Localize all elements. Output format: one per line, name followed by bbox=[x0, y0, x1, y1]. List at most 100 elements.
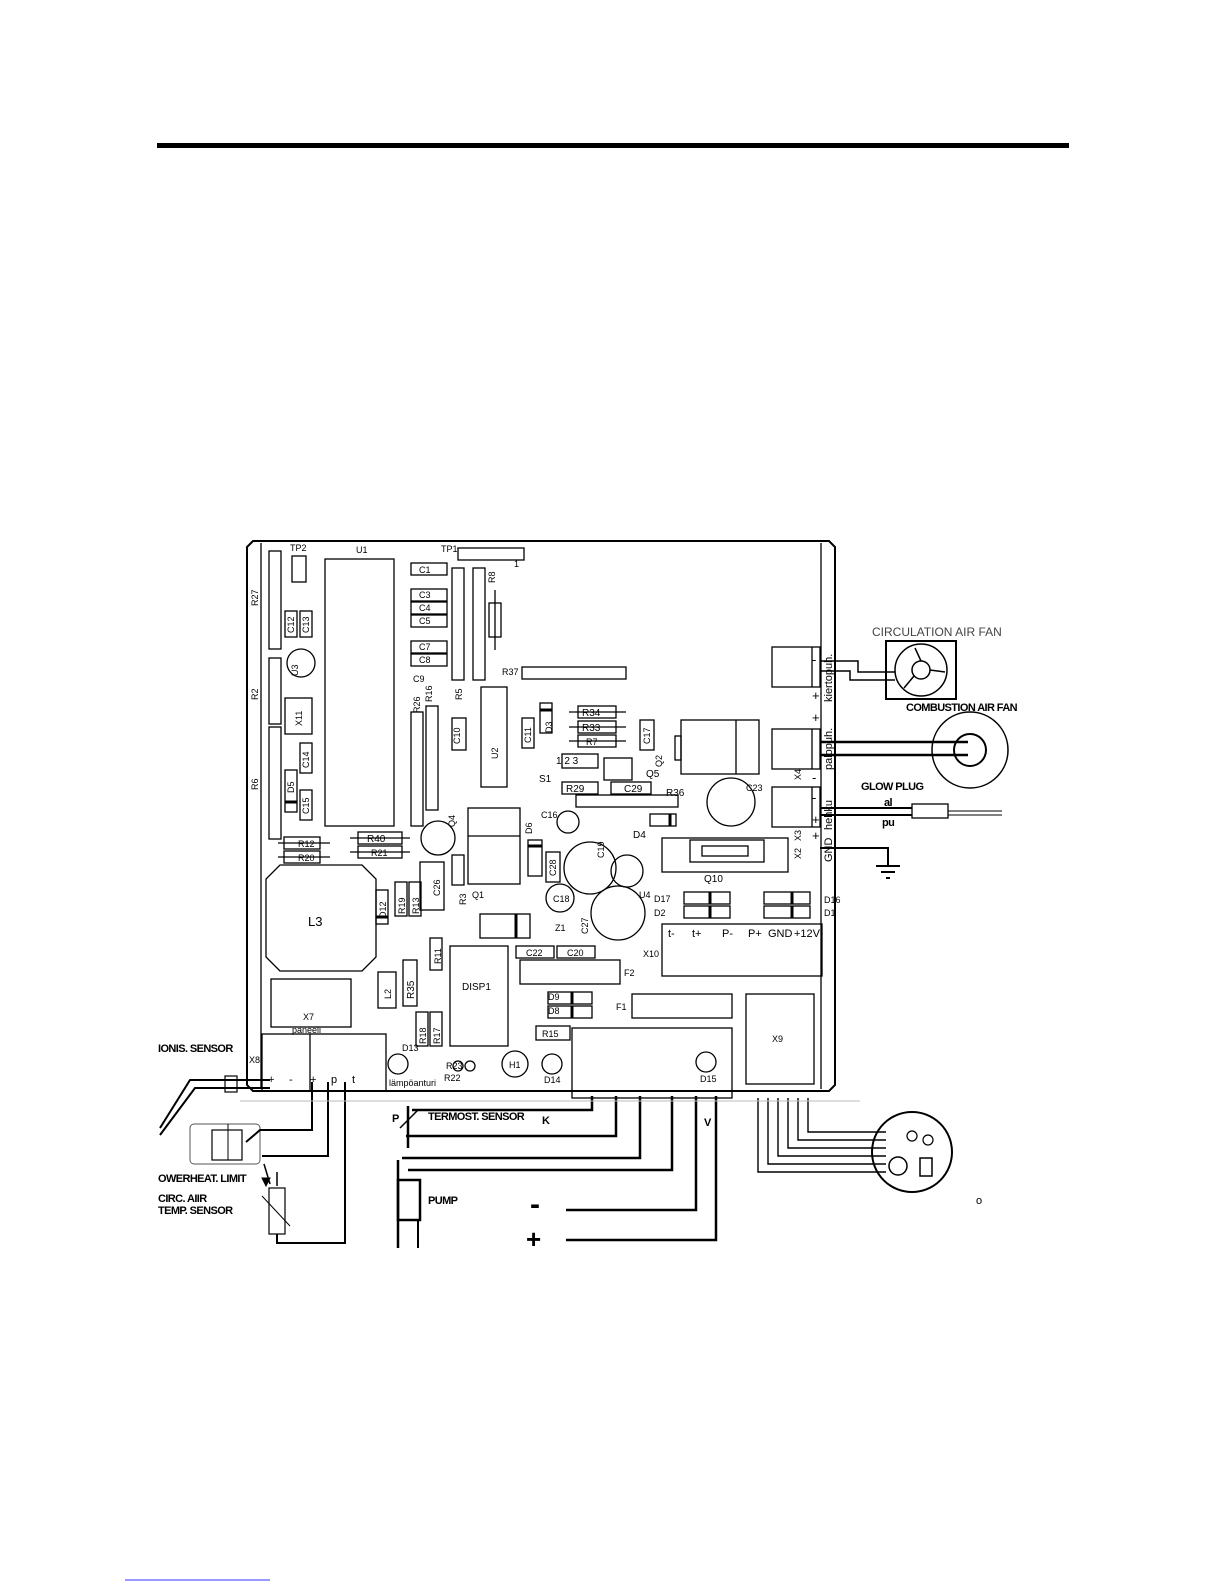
component-label: R3 bbox=[458, 893, 468, 905]
supply-plus-sign: + bbox=[526, 1224, 541, 1254]
component-label: R12 bbox=[298, 839, 315, 849]
component-label: S1 bbox=[539, 774, 552, 785]
component-label: C29 bbox=[624, 784, 643, 795]
glow-plug-label: GLOW PLUG bbox=[861, 781, 923, 793]
component-label: R29 bbox=[566, 784, 585, 795]
component-label: D15 bbox=[700, 1074, 717, 1084]
paneeli-label: paneeli bbox=[292, 1025, 321, 1035]
component-label: R26 bbox=[412, 696, 422, 713]
component-label: X4 bbox=[793, 769, 803, 780]
x10-pin-label: GND bbox=[768, 928, 793, 940]
component-label: H1 bbox=[509, 1060, 521, 1070]
connector-sign: - bbox=[812, 770, 816, 785]
component-label: X3 bbox=[793, 830, 803, 841]
connector-text: kiertopuh. bbox=[823, 654, 835, 702]
component-label: C10 bbox=[452, 727, 462, 744]
component-label: C11 bbox=[523, 727, 533, 743]
glow-pu-label: pu bbox=[882, 817, 894, 829]
component-label: R37 bbox=[502, 667, 519, 677]
component-label: R17 bbox=[432, 1027, 442, 1044]
component-label: Q4 bbox=[447, 815, 457, 827]
component-label: R2 bbox=[250, 688, 260, 700]
x8-pin-label: t bbox=[352, 1074, 355, 1086]
connector-sign: - bbox=[812, 790, 816, 805]
component-label: Q2 bbox=[654, 755, 664, 767]
component-label: 1 bbox=[514, 559, 519, 569]
component-label: D12 bbox=[378, 901, 388, 918]
component-label: C9 bbox=[413, 674, 425, 684]
connector-text: hehku bbox=[823, 800, 835, 830]
connector-text: palopuh. bbox=[823, 728, 835, 770]
termost-k-label: K bbox=[542, 1115, 550, 1127]
connector-sign: - bbox=[812, 652, 816, 667]
component-label: R33 bbox=[582, 723, 601, 734]
v-label: V bbox=[704, 1117, 712, 1129]
component-label: R20 bbox=[298, 853, 315, 863]
component-label: C13 bbox=[301, 616, 311, 633]
component-label: F1 bbox=[616, 1002, 627, 1012]
component-label: R35 bbox=[406, 980, 417, 999]
component-label: R21 bbox=[371, 848, 388, 858]
component-label: X8 bbox=[249, 1055, 260, 1065]
component-label: L2 bbox=[383, 989, 393, 999]
component-label: DISP1 bbox=[462, 982, 491, 993]
x10-pin-label: P- bbox=[722, 928, 733, 940]
connector-sign: + bbox=[812, 710, 820, 725]
component-label: C18 bbox=[553, 894, 570, 904]
component-label: F2 bbox=[624, 968, 635, 978]
combustion-fan-label: COMBUSTION AIR FAN bbox=[906, 702, 1018, 714]
component-label: Q10 bbox=[704, 874, 723, 885]
circulation-fan-label: CIRCULATION AIR FAN bbox=[872, 625, 1002, 639]
component-label: X11 bbox=[294, 711, 304, 726]
component-label: 1 2 3 bbox=[556, 756, 579, 767]
component-label: C19 bbox=[596, 841, 606, 858]
component-label: R6 bbox=[250, 778, 260, 790]
component-label: D9 bbox=[548, 992, 560, 1002]
circ-air-sensor-label: CIRC. AIIR bbox=[158, 1193, 207, 1205]
pump-label: PUMP bbox=[428, 1195, 458, 1207]
connector-sign: + bbox=[812, 688, 820, 703]
component-label: C8 bbox=[419, 655, 431, 665]
component-label: C15 bbox=[301, 797, 311, 814]
component-label: D14 bbox=[544, 1075, 561, 1085]
connector-sign: + bbox=[812, 828, 820, 843]
component-label: D16 bbox=[824, 895, 841, 905]
header-rule bbox=[157, 143, 1069, 148]
component-label: C5 bbox=[419, 616, 431, 626]
component-label: R13 bbox=[411, 897, 421, 914]
connector-text: GND bbox=[823, 838, 835, 863]
component-label: R19 bbox=[397, 897, 407, 914]
component-label: TP2 bbox=[290, 543, 307, 553]
component-label: R15 bbox=[542, 1029, 559, 1039]
component-label: C26 bbox=[432, 879, 442, 896]
component-label: D5 bbox=[286, 781, 296, 793]
lampoanturi-label: lämpöanturi bbox=[389, 1078, 436, 1088]
component-label: C28 bbox=[548, 859, 558, 876]
component-label: D8 bbox=[548, 1006, 560, 1016]
component-label: L3 bbox=[308, 914, 322, 929]
component-label: C23 bbox=[746, 783, 763, 793]
component-label: C22 bbox=[526, 948, 543, 958]
component-label: C3 bbox=[419, 590, 431, 600]
component-label: R27 bbox=[250, 589, 260, 606]
component-label: D6 bbox=[524, 822, 534, 834]
component-label: D13 bbox=[402, 1043, 419, 1053]
component-label: X7 bbox=[303, 1012, 314, 1022]
component-label: R40 bbox=[367, 834, 386, 845]
component-label: R18 bbox=[418, 1027, 428, 1044]
component-label: D1 bbox=[824, 908, 836, 918]
control-panel-o-label: o bbox=[976, 1195, 982, 1207]
annotation-labels: CIRCULATION AIR FAN COMBUSTION AIR FAN GLO… bbox=[158, 625, 1018, 1254]
component-label: Q1 bbox=[472, 890, 484, 900]
component-label: X9 bbox=[772, 1034, 783, 1044]
external-wiring bbox=[159, 640, 1009, 1248]
component-label: D2 bbox=[654, 908, 666, 918]
ionis-sensor-label: IONIS. SENSOR bbox=[158, 1043, 233, 1055]
x10-pin-label: t- bbox=[668, 928, 675, 940]
component-label: D4 bbox=[633, 830, 646, 841]
x10-pin-label: P+ bbox=[748, 928, 762, 940]
component-label: R16 bbox=[424, 685, 434, 702]
component-label: C27 bbox=[580, 917, 590, 934]
component-label: C20 bbox=[567, 948, 584, 958]
